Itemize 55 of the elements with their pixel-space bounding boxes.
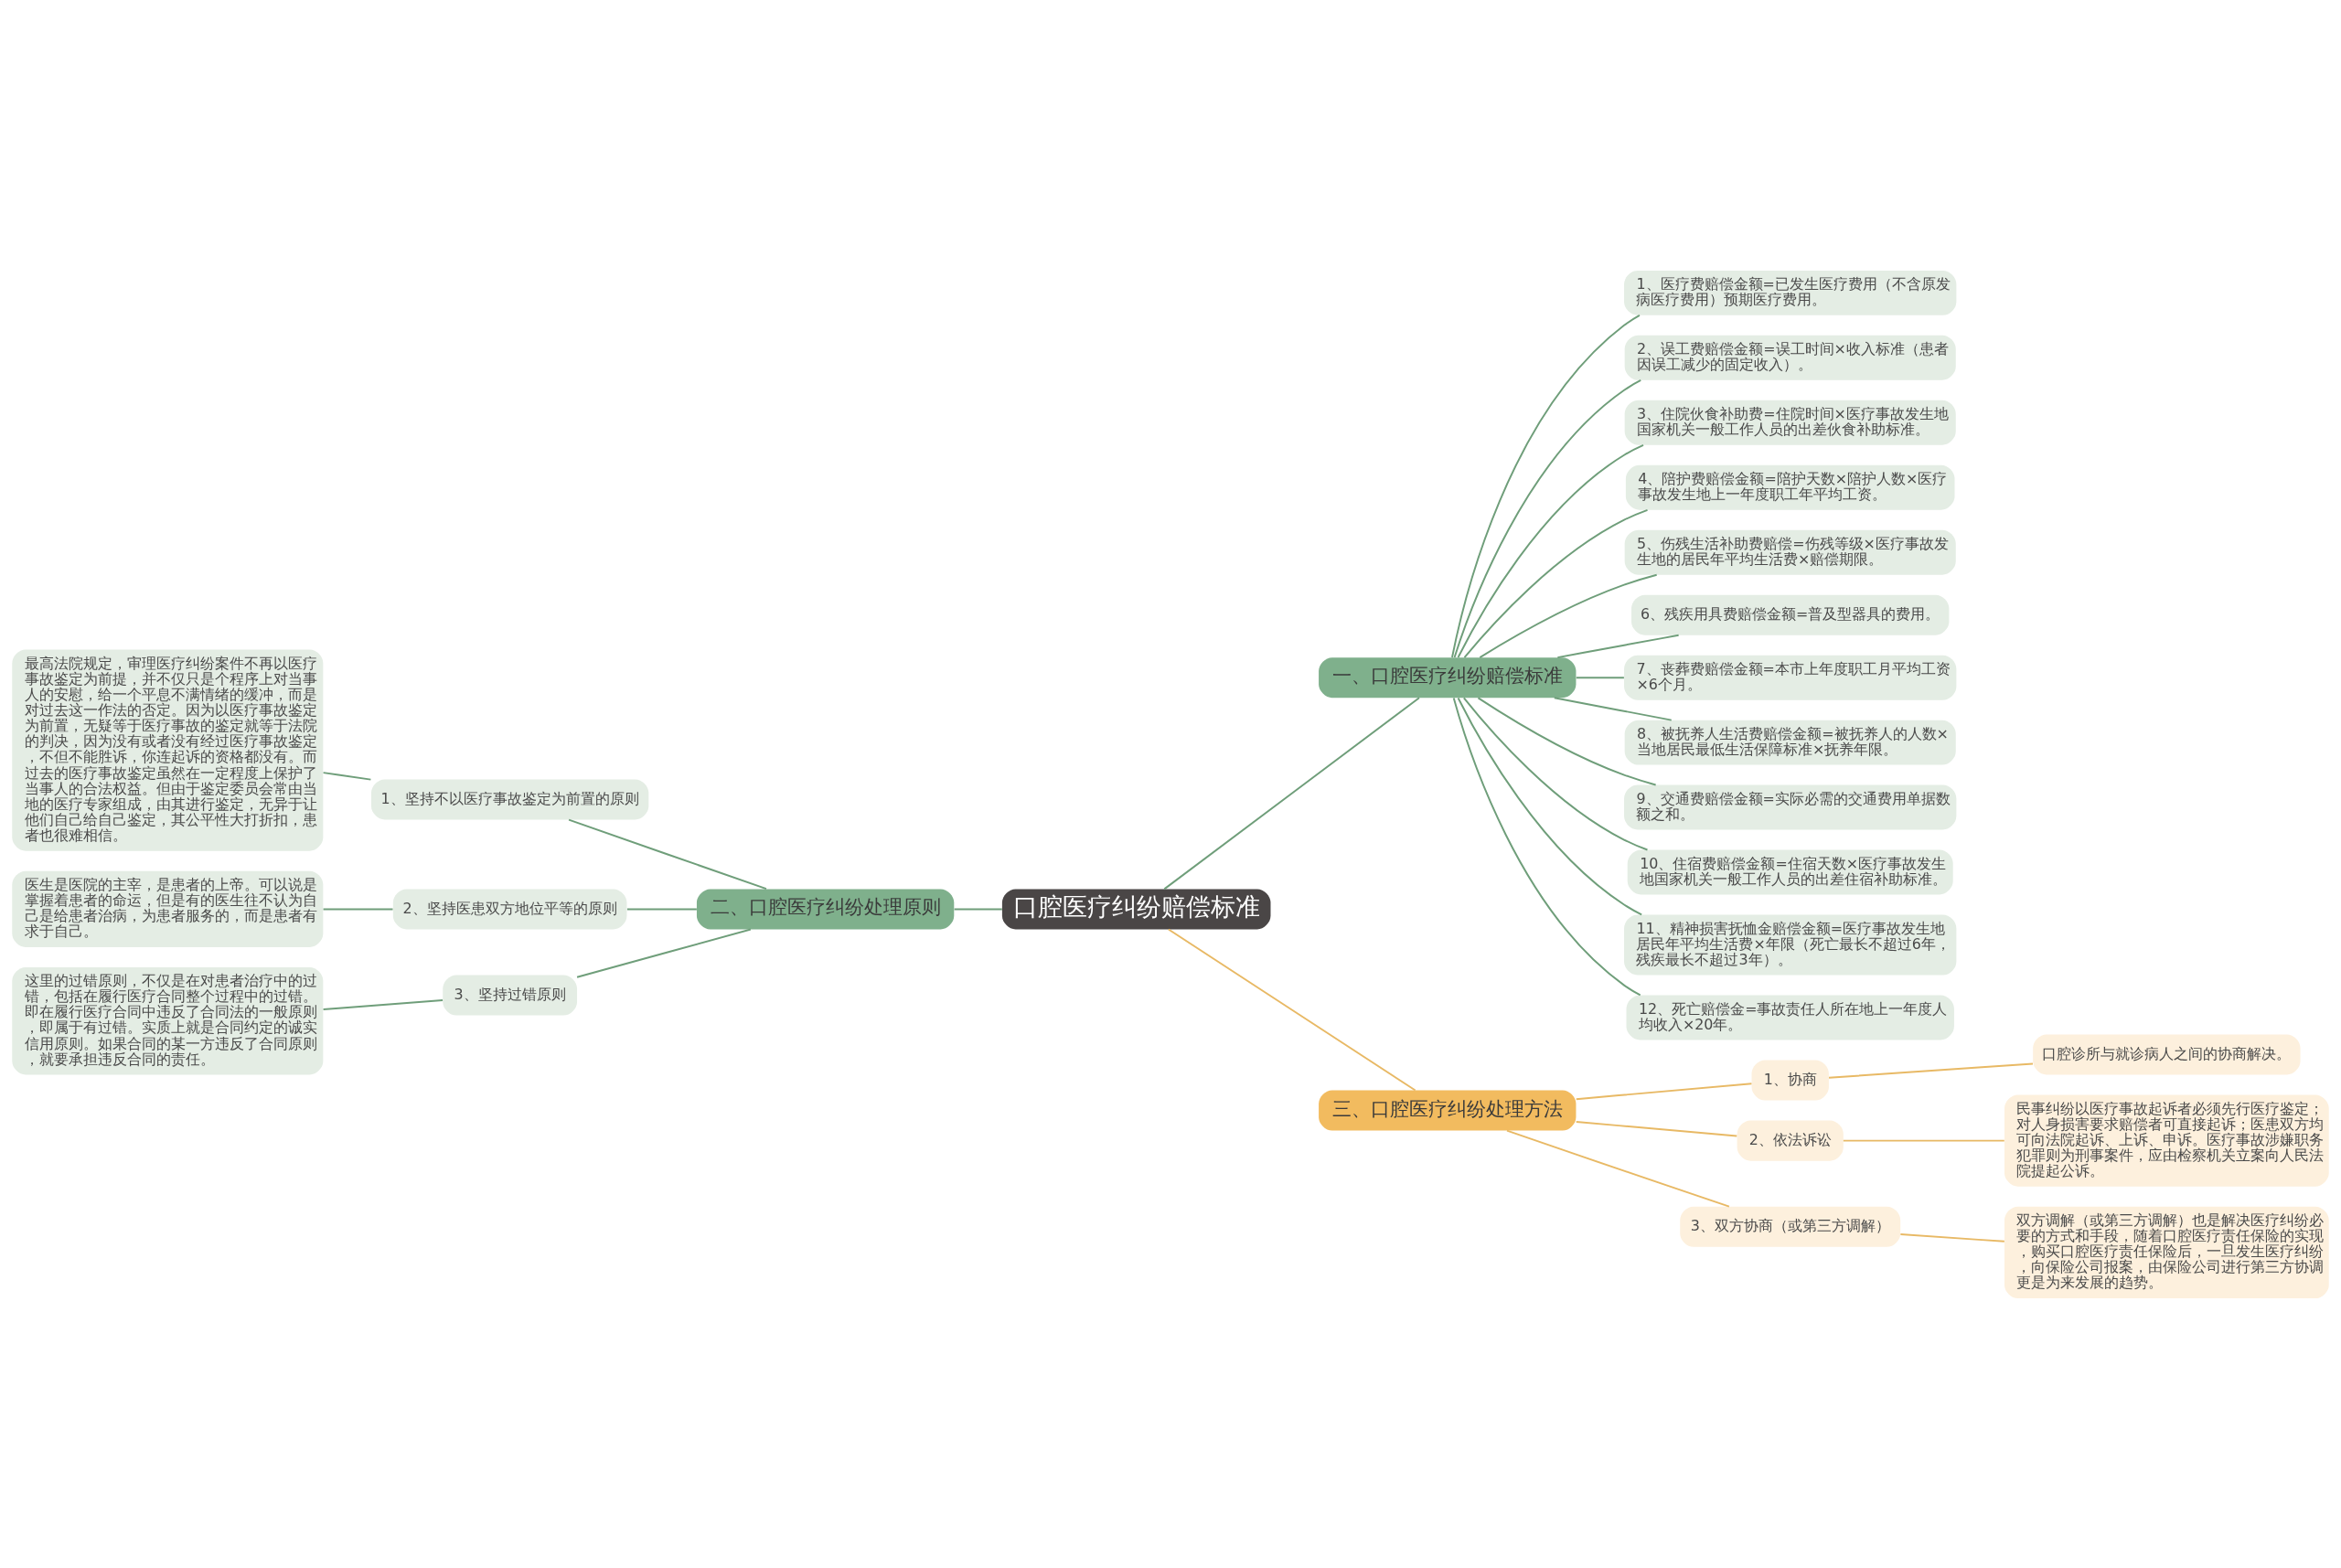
node-box: 一、口腔医疗纠纷赔偿标准	[1319, 656, 1577, 698]
connector	[1553, 696, 1673, 721]
node-box: 4、陪护费赔偿金额=陪护天数×陪护人数×医疗事故发生地上一年度职工年平均工资。	[1625, 464, 1955, 510]
connector	[1575, 1082, 1753, 1100]
connector	[1452, 697, 1641, 996]
node-box: 8、被抚养人生活费赔偿金额=被抚养人的人数×当地居民最低生活保障标准×抚养年限。	[1624, 720, 1956, 765]
connector	[1899, 1232, 2005, 1243]
node-box: 11、精神损害抚恤金赔偿金额=医疗事故发生地居民年平均生活费×年限（死亡最长不超过6年，残疾最长不超过3年）。	[1624, 914, 1957, 976]
connector	[1457, 443, 1645, 658]
connector	[1163, 696, 1420, 890]
connector	[322, 907, 394, 910]
connector	[576, 928, 752, 978]
connector	[1463, 508, 1649, 658]
connector	[1575, 1120, 1738, 1137]
node-box: 3、双方协商（或第三方调解）	[1680, 1206, 1901, 1247]
node-box: 1、坚持不以医疗事故鉴定为前置的原则	[370, 779, 649, 820]
node-box: 2、误工费赔偿金额=误工时间×收入标准（患者因误工减少的固定收入）。	[1624, 335, 1956, 380]
node-box: 9、交通费赔偿金额=实际必需的交通费用单据数额之和。	[1624, 784, 1957, 830]
node-box: 民事纠纷以医疗事故起诉者必须先行医疗鉴定；对人身损害要求赔偿者可直接起诉；医患双方均可向法院起诉、上诉、申诉。医疗事故涉嫌职务犯罪则为刑事案件，应由检察机关立案向人民法院提起公诉。	[2004, 1093, 2329, 1187]
node-box: 3、坚持过错原则	[443, 975, 578, 1016]
node-box: 双方调解（或第三方调解）也是解决医疗纠纷必要的方式和手段，随着口腔医疗责任保险的实现，购买口腔医疗责任保险后，一旦发生医疗纠纷，向保险公司报案，由保险公司进行第三方协调更是为来发展的趋势。	[2004, 1206, 2329, 1298]
connector	[568, 818, 767, 890]
node-box: 最高法院规定，审理医疗纠纷案件不再以医疗事故鉴定为前提，并不仅只是个程序上对当事人的安慰，给一个平息不满情绪的缓冲，而是对过去这一作法的否定。因为以医疗事故鉴定为前置，无疑等于医疗事故的鉴定就等于法院的判决，因为没有或者没有经过医疗事故鉴定，不但不能胜诉，你连起诉的资格都没有。而过去的医疗事故鉴定虽然在一定程度上保护了当事人的合法权益。但由于鉴定委员会常由当地的医疗专家组成，由其进行鉴定，无异于让他们自己给自己鉴定，其公平性大打折扣，患者也很难相信。	[12, 649, 324, 851]
node-box: 这里的过错原则，不仅是在对患者治疗中的过错，包括在履行医疗合同整个过程中的过错。即在履行医疗合同中违反了合同法的一般原则，即属于有过错。实质上就是合同约定的诚实信用原则。如果合同的某一方违反了合同原则，就要承担违反合同的责任。	[12, 966, 324, 1074]
node-box: 医生是医院的主宰，是患者的上帝。可以说是掌握着患者的命运，但是有的医生往不认为自己是给患者治病，为患者服务的，而是患者有求于自己。	[12, 870, 324, 947]
node-box: 10、住宿费赔偿金额=住宿天数×医疗事故发生地国家机关一般工作人员的出差住宿补助标准。	[1627, 849, 1953, 894]
connector	[1506, 1129, 1730, 1208]
connector	[1451, 314, 1641, 658]
node-box: 3、住院伙食补助费=住院时间×医疗事故发生地国家机关一般工作人员的出差伙食补助标准。	[1624, 400, 1956, 445]
node-box: 6、残疾用具费赔偿金额=普及型器具的费用。	[1631, 594, 1950, 635]
connector	[1575, 676, 1625, 678]
connector	[1167, 928, 1416, 1091]
connector	[1477, 696, 1657, 785]
node-box: 口腔诊所与就诊病人之间的协商解决。	[2033, 1033, 2301, 1074]
connector	[322, 998, 444, 1010]
node-box: 1、协商	[1751, 1060, 1829, 1101]
node-box: 2、依法诉讼	[1737, 1120, 1844, 1161]
node-box: 5、伤残生活补助费赔偿=伤残等级×医疗事故发生地的居民年平均生活费×赔偿期限。	[1624, 529, 1956, 575]
connector	[1479, 573, 1658, 658]
node-box: 二、口腔医疗纠纷处理原则	[696, 888, 955, 929]
connector	[322, 771, 372, 781]
node-box: 三、口腔医疗纠纷处理方法	[1319, 1090, 1577, 1131]
node-box: 7、丧葬费赔偿金额=本市上年度职工月平均工资×6个月。	[1624, 655, 1957, 700]
connector	[1842, 1139, 2005, 1142]
node-box: 12、死亡赔偿金=事故责任人所在地上一年度人均收入×20年。	[1626, 995, 1954, 1040]
node-box: 口腔医疗纠纷赔偿标准	[1001, 888, 1271, 929]
connector	[1457, 697, 1643, 915]
connector	[1462, 696, 1649, 850]
connector	[1556, 634, 1680, 658]
connector	[625, 907, 698, 910]
connector	[1453, 379, 1642, 658]
connector	[1828, 1061, 2034, 1079]
node-box: 1、医疗费赔偿金额=已发生医疗费用（不含原发病医疗费用）预期医疗费用。	[1624, 270, 1957, 315]
node-box: 2、坚持医患双方地位平等的原则	[392, 888, 627, 929]
connector	[953, 907, 1003, 910]
